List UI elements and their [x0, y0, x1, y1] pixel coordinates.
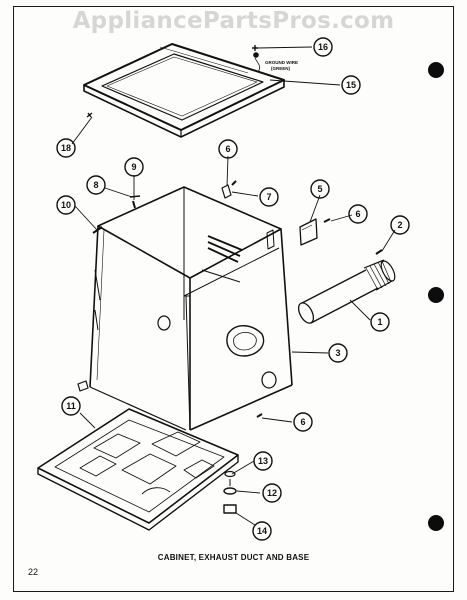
callout-15: 15 — [346, 80, 356, 90]
callout-6-bottom: 6 — [300, 417, 305, 427]
screw-16 — [252, 45, 258, 51]
screw-6-bottom — [256, 413, 263, 418]
callout-7: 7 — [266, 192, 271, 202]
callout-12: 12 — [267, 488, 277, 498]
callout-circles — [56, 37, 410, 541]
screw-6-top — [231, 180, 237, 186]
leveling-foot — [223, 470, 237, 514]
page-number: 22 — [28, 567, 39, 577]
callout-6-top: 6 — [225, 144, 230, 154]
base-pan — [37, 408, 239, 531]
screw-18 — [86, 112, 93, 118]
screw-10 — [92, 226, 103, 234]
binder-hole-bottom — [428, 515, 444, 531]
watermark: AppliancePartsPros.com — [72, 8, 395, 34]
screw-2 — [375, 249, 383, 255]
callout-9: 9 — [131, 162, 136, 172]
vent-bracket — [299, 218, 318, 246]
top-panel — [83, 43, 285, 138]
diagram-caption: CABINET, EXHAUST DUCT AND BASE — [157, 553, 310, 562]
cabinet — [89, 184, 293, 431]
ground-wire-note-line2: (GREEN) — [271, 66, 291, 71]
callout-2: 2 — [397, 220, 402, 230]
callout-11: 11 — [66, 401, 76, 411]
callout-6-bracket: 6 — [355, 209, 360, 219]
binder-hole-top — [428, 62, 444, 78]
exhaust-duct — [297, 259, 396, 324]
callout-16: 16 — [318, 42, 328, 52]
callout-5: 5 — [317, 184, 322, 194]
ground-wire-note-line1: GROUND WIRE — [265, 60, 298, 65]
binder-hole-middle — [428, 287, 444, 303]
screw-6-bracket — [323, 218, 331, 223]
callout-10: 10 — [61, 200, 71, 210]
screw-9 — [132, 200, 136, 209]
page-frame — [13, 6, 454, 592]
callout-3: 3 — [335, 348, 340, 358]
leader-lines — [71, 46, 396, 526]
callout-8: 8 — [93, 180, 98, 190]
callout-14: 14 — [257, 526, 267, 536]
callout-18: 18 — [61, 143, 71, 153]
callout-13: 13 — [258, 456, 268, 466]
foot-clip — [77, 380, 89, 392]
callout-1: 1 — [377, 317, 382, 327]
